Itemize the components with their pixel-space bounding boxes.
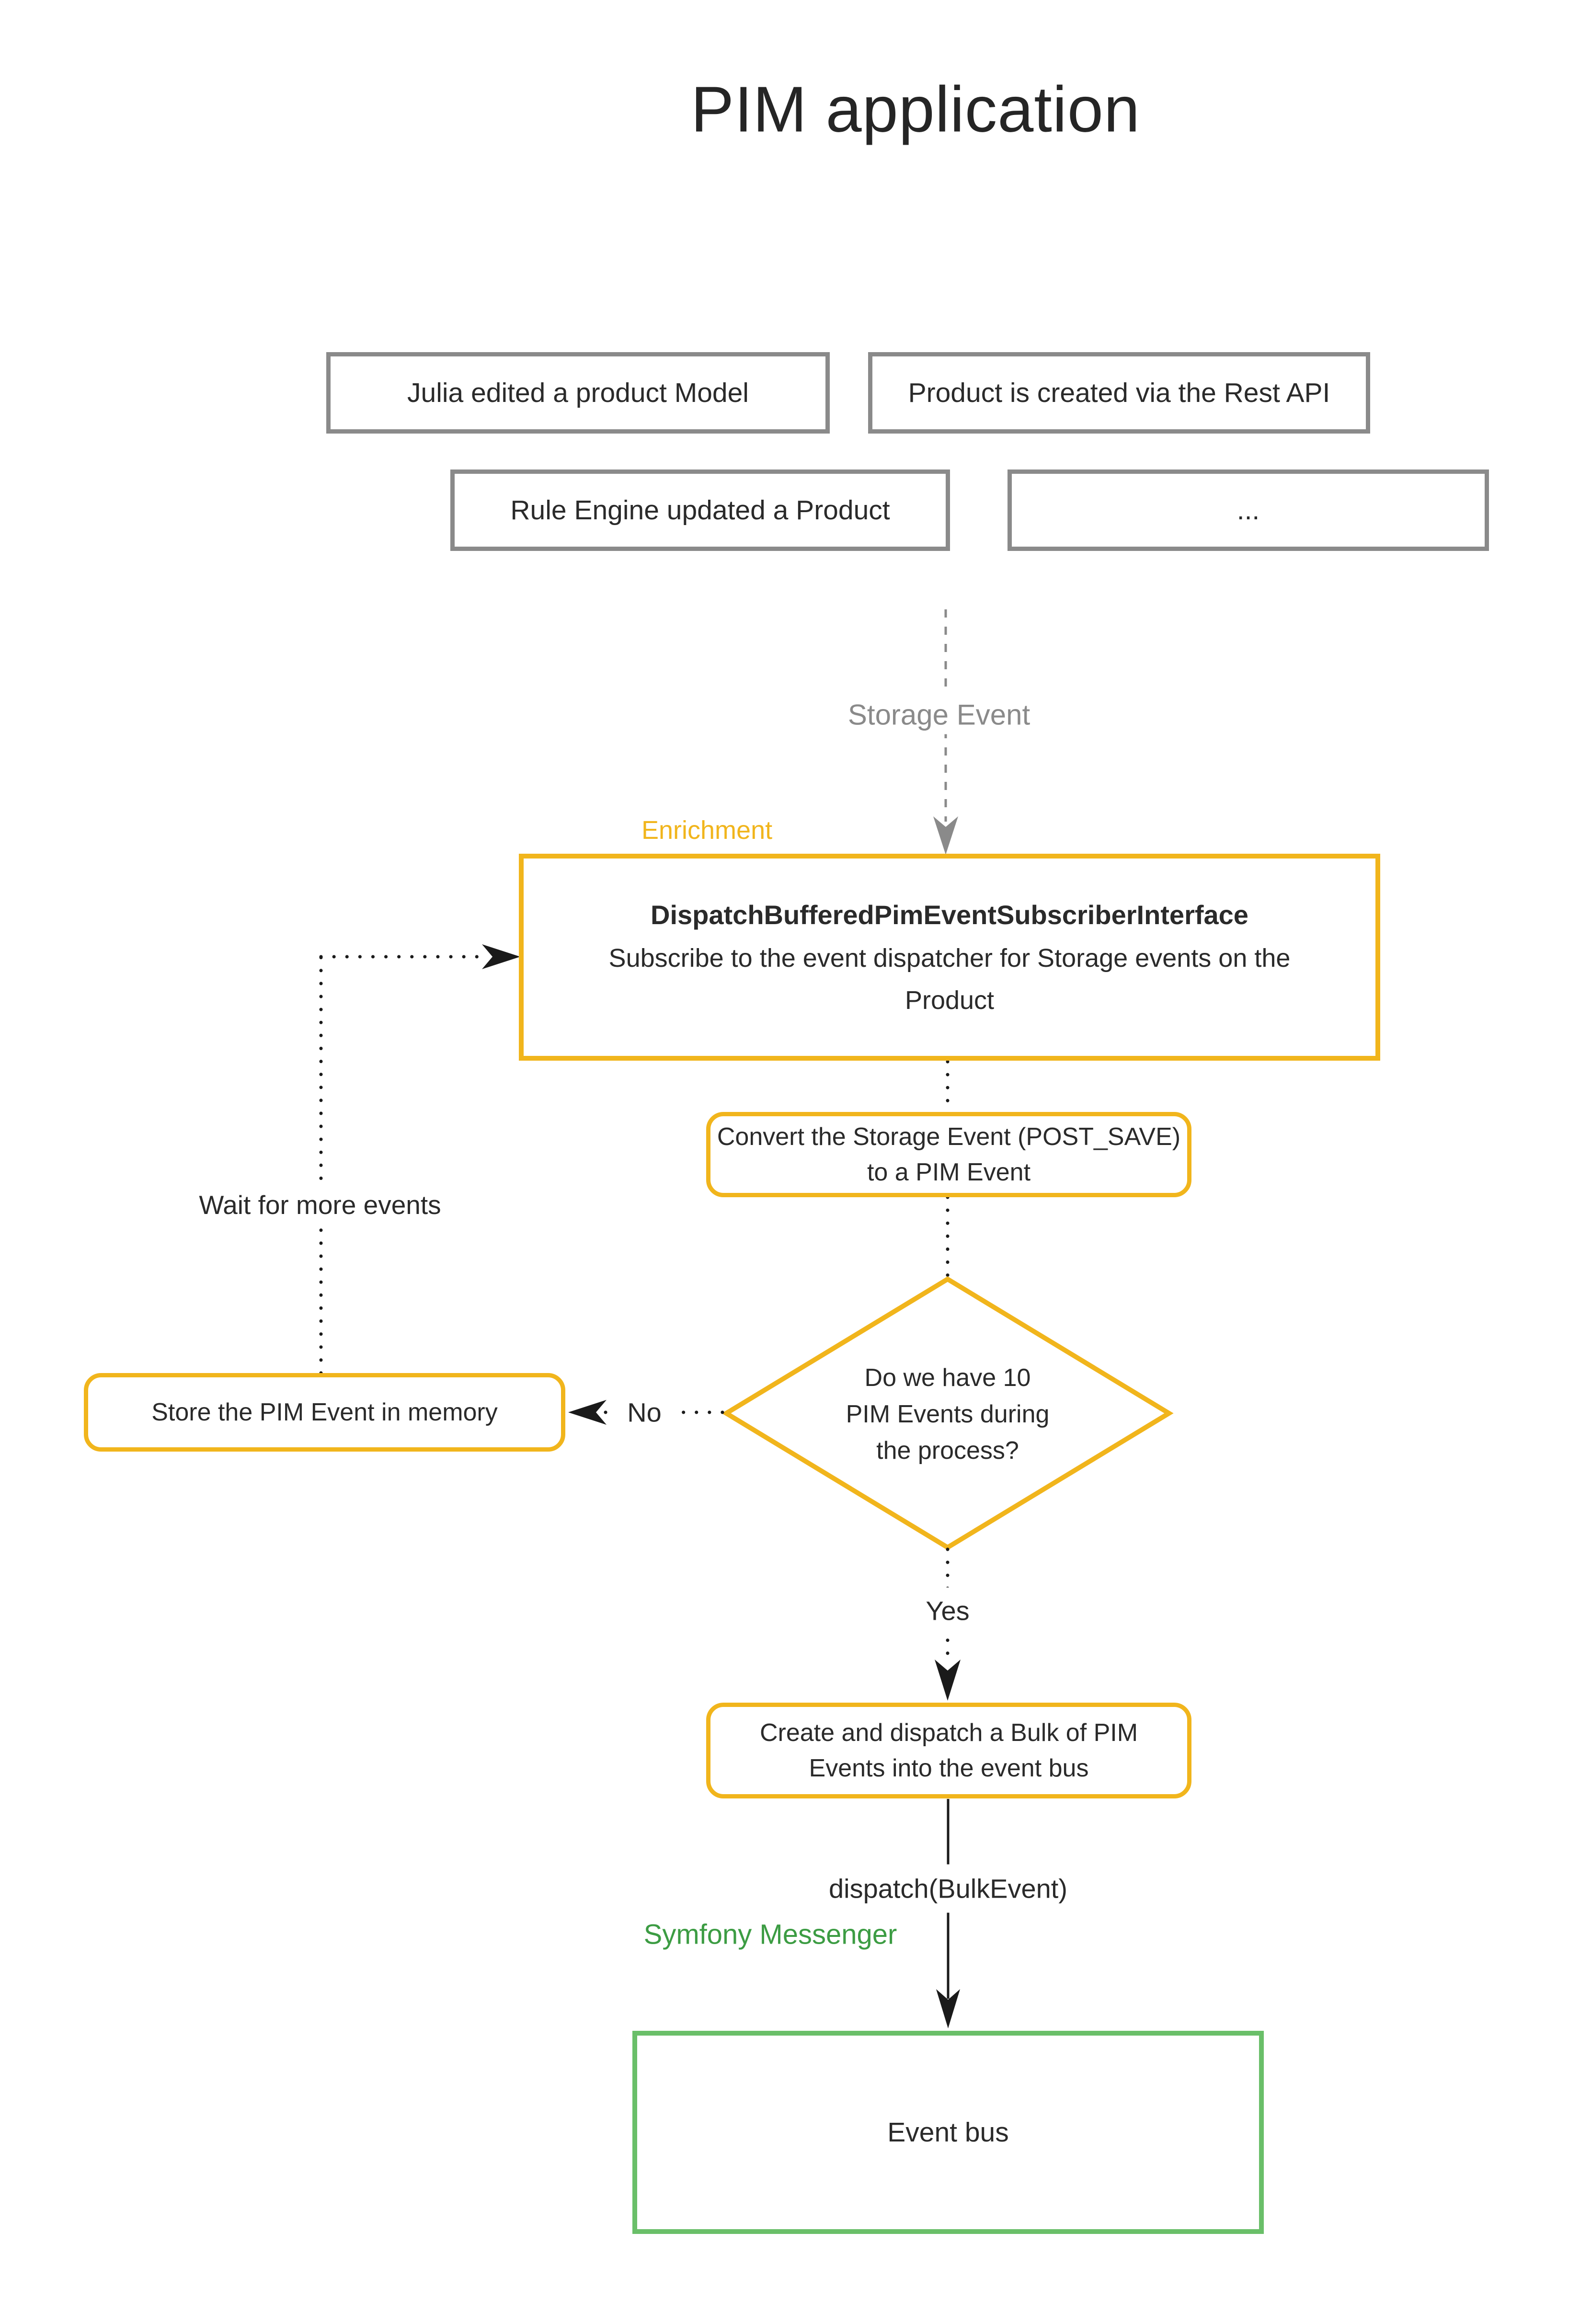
source-box-julia: Julia edited a product Model [326, 352, 830, 434]
enrichment-label: Enrichment [641, 816, 773, 845]
wait-for-more-events-label: Wait for more events [190, 1183, 450, 1227]
wait-loop-arrowhead-icon [482, 944, 520, 969]
source-box-rest-api: Product is created via the Rest API [868, 352, 1370, 434]
decision-line3: the process? [876, 1437, 1019, 1465]
symfony-messenger-label: Symfony Messenger [643, 1919, 897, 1950]
yes-arrowhead-icon [935, 1660, 961, 1701]
page-title: PIM application [691, 73, 1140, 146]
source-box-rule-engine-label: Rule Engine updated a Product [510, 495, 890, 526]
source-box-julia-label: Julia edited a product Model [407, 378, 749, 408]
convert-box-line1: Convert the Storage Event (POST_SAVE) [717, 1123, 1181, 1151]
no-label: No [616, 1395, 673, 1430]
decision-diamond-shape [721, 1276, 1174, 1550]
dispatch-bulkevent-label: dispatch(BulkEvent) [822, 1864, 1075, 1913]
convert-box: Convert the Storage Event (POST_SAVE) to… [706, 1112, 1191, 1197]
yes-label: Yes [920, 1587, 975, 1634]
subscriber-box-title: DispatchBufferedPimEventSubscriberInterf… [651, 900, 1248, 930]
store-box-label: Store the PIM Event in memory [151, 1398, 498, 1426]
storage-event-arrowhead-icon [933, 816, 958, 855]
decision-line1: Do we have 10 [864, 1364, 1031, 1392]
source-box-ellipsis-label: ... [1237, 495, 1260, 526]
decision-line2: PIM Events during [846, 1400, 1050, 1428]
source-box-ellipsis: ... [1008, 469, 1489, 551]
event-bus-box: Event bus [632, 2031, 1264, 2234]
convert-box-line2: to a PIM Event [867, 1158, 1031, 1186]
subscriber-box: DispatchBufferedPimEventSubscriberInterf… [519, 854, 1380, 1061]
subscriber-box-line2: Product [904, 986, 995, 1015]
source-box-rest-api-label: Product is created via the Rest API [908, 378, 1330, 408]
decision-diamond-text: Do we have 10 PIM Events during the proc… [846, 1360, 1050, 1469]
store-box: Store the PIM Event in memory [84, 1373, 565, 1452]
subscriber-box-line1: Subscribe to the event dispatcher for St… [608, 944, 1291, 973]
event-bus-label: Event bus [887, 2117, 1009, 2148]
bulk-dispatch-box-line2: Events into the event bus [809, 1754, 1089, 1782]
bulk-dispatch-box-line1: Create and dispatch a Bulk of PIM [759, 1719, 1138, 1747]
no-arrowhead-icon [568, 1400, 607, 1425]
source-box-rule-engine: Rule Engine updated a Product [450, 469, 950, 551]
bulk-dispatch-box: Create and dispatch a Bulk of PIM Events… [706, 1703, 1191, 1798]
bulk-to-eventbus-arrowhead-icon [936, 1989, 960, 2028]
storage-event-label: Storage Event [833, 695, 1045, 734]
